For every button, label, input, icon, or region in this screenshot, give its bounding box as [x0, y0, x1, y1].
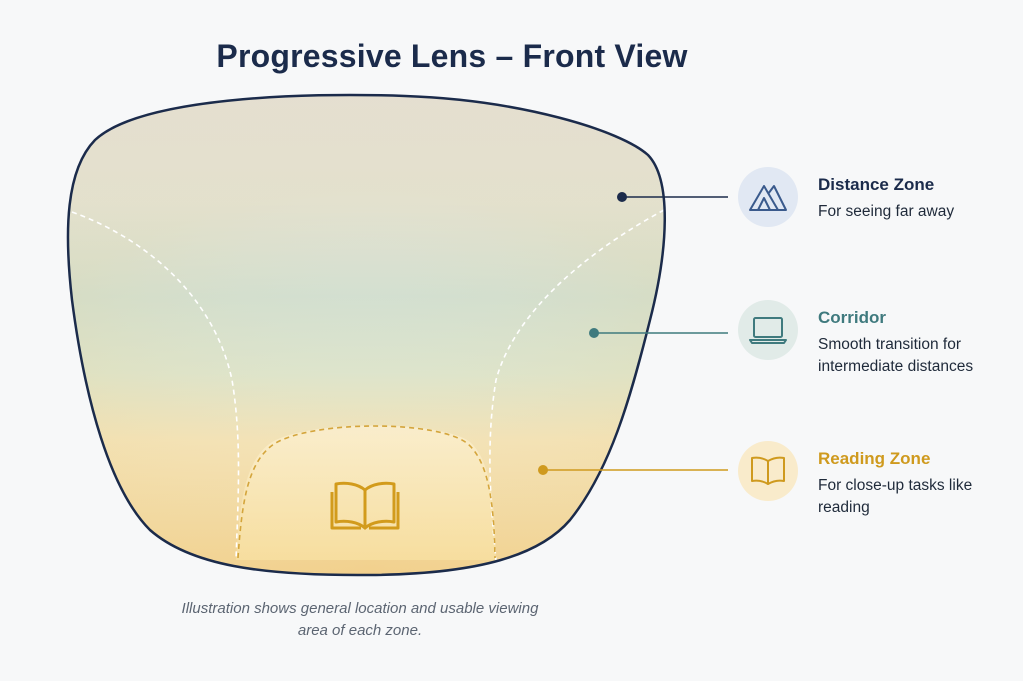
- mountain-icon: [738, 167, 798, 227]
- distance-zone-title: Distance Zone: [818, 175, 935, 194]
- corridor-title: Corridor: [818, 308, 886, 327]
- book-icon: [330, 481, 400, 530]
- lens-body: [66, 93, 666, 577]
- distance-connector: [617, 192, 728, 202]
- lens-outline: [66, 93, 666, 577]
- reading-zone-boundary: [237, 425, 496, 559]
- corridor-description: Smooth transition for intermediate dista…: [818, 336, 974, 375]
- corridor-connector: [589, 328, 728, 338]
- reading-connector: [538, 465, 728, 475]
- laptop-icon: [738, 300, 798, 360]
- reading-zone-title: Reading Zone: [818, 449, 931, 468]
- distance-zone-description: For seeing far away: [818, 203, 955, 220]
- left-corridor-boundary: [71, 211, 240, 561]
- diagram-title: Progressive Lens – Front View: [216, 38, 688, 74]
- book-icon: [738, 441, 798, 501]
- reading-zone-description: For close-up tasks like reading: [818, 477, 973, 516]
- right-corridor-boundary: [489, 209, 665, 561]
- diagram-caption: Illustration shows general location and …: [181, 600, 539, 639]
